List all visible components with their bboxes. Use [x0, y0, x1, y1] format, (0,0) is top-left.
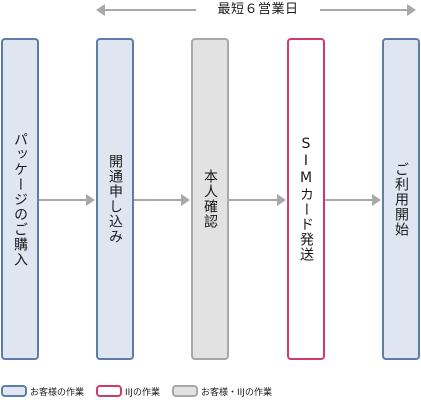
step-label: 開通申し込み	[107, 154, 123, 244]
connector-line	[39, 199, 86, 201]
legend-customer: お客様の作業	[1, 384, 84, 398]
step-identity-verification: 本人確認	[191, 38, 229, 360]
legend-label-customer: お客様の作業	[30, 387, 85, 398]
step-sim-card-shipment: SIMカード発送	[287, 38, 325, 360]
arrow-right-icon	[372, 194, 381, 206]
legend-label-both: お客様・IIJの作業	[201, 387, 272, 398]
legend-label-iij: IIJの作業	[125, 387, 160, 398]
step-package-purchase: パッケージのご購入	[1, 38, 39, 360]
step-label: SIMカード発送	[298, 136, 314, 262]
duration-label: 最短６営業日	[196, 0, 320, 20]
arrow-right-icon	[181, 194, 190, 206]
connector-line	[325, 199, 372, 201]
step-label: パッケージのご購入	[12, 131, 28, 267]
step-label: ご利用開始	[393, 161, 409, 237]
legend-iij: IIJの作業	[96, 384, 160, 398]
connector-line	[229, 199, 277, 201]
legend-both: お客様・IIJの作業	[172, 384, 272, 398]
step-activation-application: 開通申し込み	[96, 38, 134, 360]
step-start-of-use: ご利用開始	[382, 38, 420, 360]
legend-swatch-iij	[96, 385, 122, 397]
arrow-right-icon	[277, 194, 286, 206]
step-label: 本人確認	[202, 169, 218, 229]
arrow-right-icon	[86, 194, 95, 206]
duration-arrow-left-icon	[96, 4, 105, 16]
duration-arrow-right-icon	[407, 4, 416, 16]
legend-swatch-both	[172, 385, 198, 397]
connector-line	[134, 199, 181, 201]
legend-swatch-customer	[1, 385, 27, 397]
